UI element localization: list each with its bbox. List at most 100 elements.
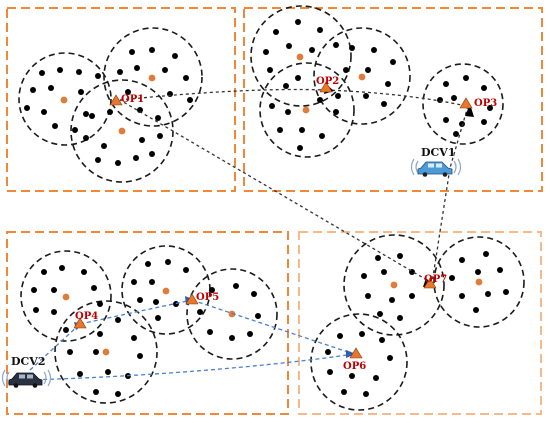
cluster-head-node: [475, 278, 483, 286]
cluster-5: [313, 27, 411, 125]
sensor-node: [286, 43, 292, 49]
op2-triangle-icon: [319, 81, 333, 93]
sensor-node: [97, 331, 103, 337]
region-bottom-left: [6, 231, 289, 415]
sensor-node: [443, 117, 449, 123]
cluster-head-node: [390, 281, 398, 289]
sensor-node: [295, 19, 301, 25]
sensor-node: [57, 67, 63, 73]
sensor-node: [283, 83, 289, 89]
sensor-node: [183, 75, 189, 81]
sensor-node: [101, 143, 107, 149]
arrowhead-icon: [465, 104, 474, 117]
dcv1-path-op1-op2: [119, 88, 327, 101]
sensor-node: [155, 315, 161, 321]
sensor-node: [337, 333, 343, 339]
sensor-node: [125, 89, 131, 95]
sensor-node: [475, 269, 481, 275]
sensor-node: [39, 70, 45, 76]
sensor-node: [295, 75, 301, 81]
dcv1-label: DCV1: [421, 146, 455, 159]
sensor-node: [187, 97, 193, 103]
sensor-node: [30, 87, 36, 93]
sensor-node: [76, 69, 82, 75]
sensor-node: [437, 97, 443, 103]
sensor-node: [183, 267, 189, 273]
sensor-node: [389, 297, 395, 303]
sensor-node: [375, 255, 381, 261]
sensor-node: [299, 127, 305, 133]
sensor-node: [373, 375, 379, 381]
sensor-node: [481, 119, 487, 125]
sensor-node: [349, 45, 355, 51]
sensor-node: [309, 47, 315, 53]
sensor-node: [105, 369, 111, 375]
sensor-node: [319, 133, 325, 139]
sensor-node: [449, 275, 455, 281]
cluster-10: [186, 268, 278, 360]
sensor-node: [131, 279, 137, 285]
cluster-7: [422, 63, 504, 145]
sensor-node: [52, 123, 58, 129]
cluster-1: [18, 52, 112, 146]
cluster-12: [343, 234, 445, 336]
signal-waves-icon: [410, 158, 462, 176]
region-top-right: [243, 7, 543, 192]
op3-label: OP3: [474, 98, 497, 109]
cluster-6: [259, 62, 355, 158]
sensor-node: [459, 293, 465, 299]
sensor-node: [67, 349, 73, 355]
sensor-node: [207, 329, 213, 335]
sensor-node: [137, 107, 143, 113]
op4-triangle-icon: [73, 317, 87, 329]
cluster-head-node: [118, 127, 126, 135]
sensor-node: [251, 291, 257, 297]
sensor-node: [24, 105, 30, 111]
sensor-node: [149, 279, 155, 285]
sensor-node: [155, 115, 161, 121]
sensor-node: [145, 261, 151, 267]
cluster-head-node: [358, 73, 366, 81]
sensor-node: [267, 67, 273, 73]
sensor-node: [91, 285, 97, 291]
sensor-node: [443, 81, 449, 87]
sensor-node: [359, 331, 365, 337]
sensor-node: [93, 389, 99, 395]
sensor-node: [463, 75, 469, 81]
sensor-node: [117, 69, 123, 75]
sensor-node: [81, 269, 87, 275]
sensor-node: [162, 67, 168, 73]
cluster-8: [20, 250, 112, 342]
sensor-node: [209, 287, 215, 293]
dcv2-label: DCV2: [11, 355, 45, 368]
sensor-node: [157, 133, 163, 139]
cluster-14: [310, 313, 408, 411]
car-icon: [417, 161, 453, 177]
sensor-node: [333, 42, 339, 48]
sensor-node: [325, 349, 331, 355]
sensor-node: [83, 135, 89, 141]
sensor-node: [115, 317, 121, 323]
sensor-node: [277, 127, 283, 133]
sensor-node: [409, 293, 415, 299]
sensor-node: [481, 85, 487, 91]
region-bottom-right: [298, 231, 542, 415]
sensor-node: [371, 47, 377, 53]
sensor-node: [167, 91, 173, 97]
sensor-node: [487, 105, 493, 111]
sensor-node: [397, 315, 403, 321]
cluster-head-node: [60, 96, 68, 104]
sensor-node: [139, 137, 145, 143]
dcv2-path-start-op4: [29, 323, 81, 371]
sensor-node: [459, 121, 465, 127]
op1-triangle-icon: [109, 94, 123, 106]
sensor-node: [255, 313, 261, 319]
sensor-node: [377, 311, 383, 317]
sensor-node: [387, 355, 393, 361]
sensor-node: [327, 369, 333, 375]
sensor-node: [41, 109, 47, 115]
sensor-node: [381, 269, 387, 275]
sensor-node: [137, 353, 143, 359]
sensor-node: [297, 145, 303, 151]
